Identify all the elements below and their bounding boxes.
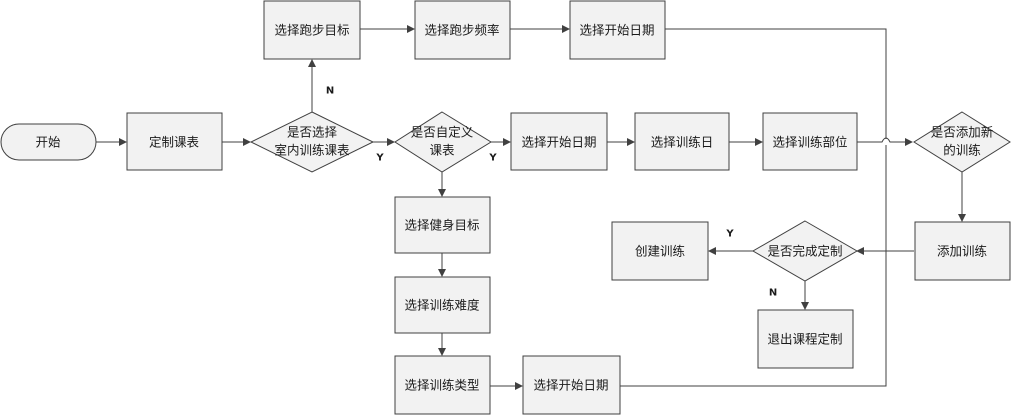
node-preset-start-date: 选择开始日期 (522, 355, 621, 415)
node-fitness-goal: 选择健身目标 (394, 196, 491, 254)
node-difficulty: 选择训练难度 (394, 276, 491, 334)
run-start-date-label: 选择开始日期 (579, 23, 654, 38)
add-training-box (914, 221, 1011, 281)
node-indoor-decision: 是否选择 室内训练课表 (249, 111, 375, 173)
custom-decision-diamond (394, 111, 492, 173)
custom-yes-label: Y (488, 153, 497, 164)
preset-start-date-label: 选择开始日期 (533, 378, 608, 393)
indoor-no-label: N (326, 86, 334, 97)
node-custom-schedule: 定制课表 (126, 112, 223, 171)
custom-start-date-box (510, 112, 608, 171)
complete-yes-label: Y (725, 229, 734, 240)
node-run-freq: 选择跑步频率 (414, 0, 511, 60)
complete-decision-diamond (751, 220, 859, 282)
node-training-part: 选择训练部位 (762, 112, 858, 171)
node-training-day: 选择训练日 (634, 112, 730, 171)
training-part-box (762, 112, 858, 171)
indoor-yes-label: Y (375, 153, 384, 164)
node-run-goal: 选择跑步目标 (263, 0, 361, 60)
complete-decision-label: 是否完成定制 (767, 244, 842, 259)
training-type-label: 选择训练类型 (404, 378, 479, 393)
difficulty-label: 选择训练难度 (404, 298, 480, 313)
custom-decision-label-1: 是否自定义 (411, 125, 474, 140)
edge-run-date-merge (620, 28, 887, 387)
start-terminator (0, 123, 97, 161)
indoor-decision-label-2: 室内训练课表 (274, 143, 350, 158)
node-start: 开始 (0, 123, 97, 161)
node-exit-custom: 退出课程定制 (757, 309, 854, 369)
custom-schedule-box (126, 112, 223, 171)
run-start-date-box (569, 0, 666, 60)
training-part-label: 选择训练部位 (772, 135, 847, 150)
create-training-label: 创建训练 (635, 244, 686, 259)
edges (96, 25, 966, 390)
node-run-start-date: 选择开始日期 (569, 0, 666, 60)
custom-schedule-label: 定制课表 (149, 135, 200, 150)
edge-labels: N Y Y Y N (326, 86, 777, 299)
edge-part-to-add-new (857, 137, 913, 146)
node-custom-decision: 是否自定义 课表 (394, 111, 492, 173)
preset-start-date-box (522, 355, 621, 415)
create-training-box (611, 221, 709, 281)
training-day-box (634, 112, 730, 171)
exit-custom-box (757, 309, 854, 369)
run-goal-label: 选择跑步目标 (274, 23, 349, 38)
node-add-training: 添加训练 (914, 221, 1011, 281)
fitness-goal-box (394, 196, 491, 254)
indoor-decision-diamond (249, 111, 375, 173)
node-custom-start-date: 选择开始日期 (510, 112, 608, 171)
add-new-decision-label-1: 是否添加新 (931, 125, 994, 140)
add-new-decision-label-2: 的训练 (943, 143, 981, 158)
difficulty-box (394, 276, 491, 334)
custom-decision-label-2: 课表 (429, 143, 455, 158)
training-day-label: 选择训练日 (651, 135, 714, 150)
node-training-type: 选择训练类型 (394, 355, 491, 415)
add-new-decision-diamond (913, 111, 1011, 173)
custom-start-date-label: 选择开始日期 (521, 135, 596, 150)
run-freq-label: 选择跑步频率 (424, 23, 499, 38)
training-type-box (394, 355, 491, 415)
start-label: 开始 (35, 135, 61, 150)
node-complete-decision: 是否完成定制 (751, 220, 859, 282)
run-freq-box (414, 0, 511, 60)
run-goal-box (263, 0, 361, 60)
fitness-goal-label: 选择健身目标 (404, 218, 479, 233)
node-create-training: 创建训练 (611, 221, 709, 281)
node-add-new-decision: 是否添加新 的训练 (913, 111, 1011, 173)
indoor-decision-label-1: 是否选择 (287, 125, 338, 140)
add-training-label: 添加训练 (937, 244, 988, 259)
exit-custom-label: 退出课程定制 (767, 332, 842, 347)
complete-no-label: N (769, 288, 777, 299)
